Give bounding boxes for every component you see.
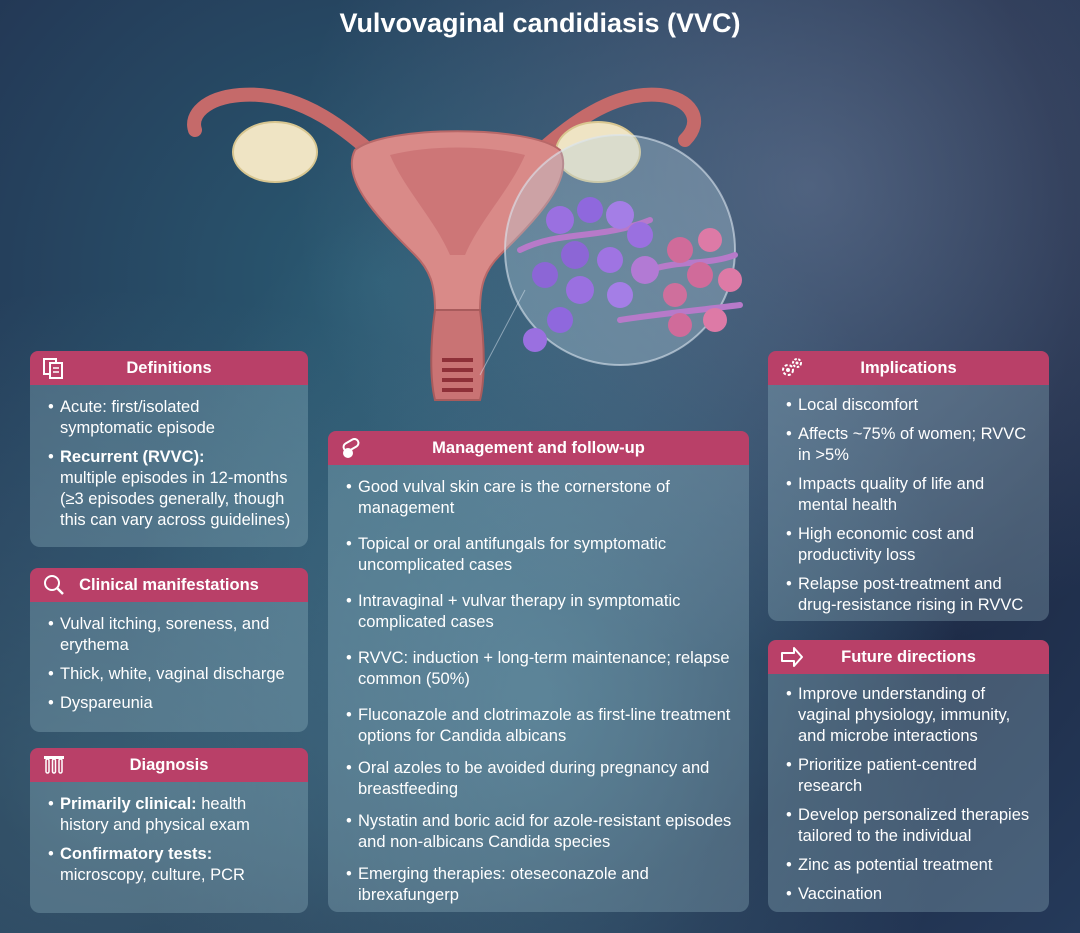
implications-item: Local discomfort: [786, 395, 1035, 416]
future-item: Vaccination: [786, 884, 1035, 905]
diagnosis-title: Diagnosis: [129, 755, 209, 774]
definitions-header: Definitions: [30, 351, 308, 385]
diagnosis-item: Confirmatory tests: microscopy, culture,…: [48, 844, 294, 886]
management-title: Management and follow-up: [432, 438, 645, 457]
management-card: Management and follow-up Good vulval ski…: [328, 431, 749, 912]
implications-title: Implications: [860, 358, 957, 377]
fallopian-tube-left: [187, 87, 402, 182]
future-title: Future directions: [841, 647, 976, 666]
management-header: Management and follow-up: [328, 431, 749, 465]
management-item: RVVC: induction + long-term maintenance;…: [346, 648, 735, 690]
definition-acute: Acute: first/isolated symptomatic episod…: [48, 397, 294, 439]
management-item: Topical or oral antifungals for symptoma…: [346, 534, 735, 576]
clinical-item: Dyspareunia: [48, 693, 294, 714]
future-item: Improve understanding of vaginal physiol…: [786, 684, 1035, 747]
implications-item: Relapse post-treatment and drug-resistan…: [786, 574, 1035, 616]
management-item: Oral azoles to be avoided during pregnan…: [346, 758, 735, 800]
implications-card: Implications Local discomfort Affects ~7…: [768, 351, 1049, 621]
definitions-card: Definitions Acute: first/isolated sympto…: [30, 351, 308, 547]
fallopian-tube-right: [508, 87, 702, 182]
management-item: Fluconazole and clotrimazole as first-li…: [346, 705, 735, 747]
recurrent-label: Recurrent (RVVC):: [60, 448, 205, 466]
diagnosis-text: health history and physical exam: [60, 795, 250, 834]
clinical-item: Thick, white, vaginal discharge: [48, 664, 294, 685]
magnifier-icon: [44, 575, 64, 595]
arrow-right-icon: [781, 647, 803, 667]
clinical-item: Vulval itching, soreness, and erythema: [48, 614, 294, 656]
management-item: Intravaginal + vulvar therapy in symptom…: [346, 591, 735, 633]
pills-icon: [342, 438, 360, 458]
future-item: Prioritize patient-centred research: [786, 755, 1035, 797]
future-item: Zinc as potential treatment: [786, 855, 1035, 876]
diagnosis-card: Diagnosis Primarily clinical: health his…: [30, 748, 308, 913]
implications-item: Affects ~75% of women; RVVC in >5%: [786, 424, 1035, 466]
implications-item: Impacts quality of life and mental healt…: [786, 474, 1035, 516]
test-tubes-icon: [44, 756, 64, 774]
page-title: Vulvovaginal candidiasis (VVC): [339, 8, 741, 38]
management-item: Good vulval skin care is the cornerstone…: [346, 477, 735, 519]
definitions-title: Definitions: [126, 358, 212, 377]
future-item: Develop personalized therapies tailored …: [786, 805, 1035, 847]
uterus-illustration: [187, 87, 743, 401]
diagnosis-header: Diagnosis: [30, 748, 308, 782]
definition-recurrent: Recurrent (RVVC): multiple episodes in 12…: [48, 447, 294, 531]
diagnosis-text: microscopy, culture, PCR: [60, 866, 245, 884]
gears-icon: [782, 358, 802, 376]
future-header: Future directions: [768, 640, 1049, 674]
ovary-left: [232, 121, 318, 183]
candida-cells: [523, 197, 742, 352]
recurrent-text: multiple episodes in 12-months (≥3 episo…: [60, 469, 291, 529]
diagnosis-item: Primarily clinical: health history and p…: [48, 794, 294, 836]
diagnosis-label: Confirmatory tests:: [60, 845, 213, 863]
implications-item: High economic cost and productivity loss: [786, 524, 1035, 566]
clinical-header: Clinical manifestations: [30, 568, 308, 602]
implications-header: Implications: [768, 351, 1049, 385]
management-item: Nystatin and boric acid for azole-resist…: [346, 811, 735, 853]
vaginal-canal: [430, 309, 485, 401]
management-item: Emerging therapies: oteseconazole and ib…: [346, 864, 735, 906]
documents-icon: [43, 358, 63, 379]
diagnosis-label: Primarily clinical:: [60, 795, 197, 813]
future-card: Future directions Improve understanding …: [768, 640, 1049, 912]
clinical-card: Clinical manifestations Vulval itching, …: [30, 568, 308, 732]
clinical-title: Clinical manifestations: [79, 575, 259, 594]
